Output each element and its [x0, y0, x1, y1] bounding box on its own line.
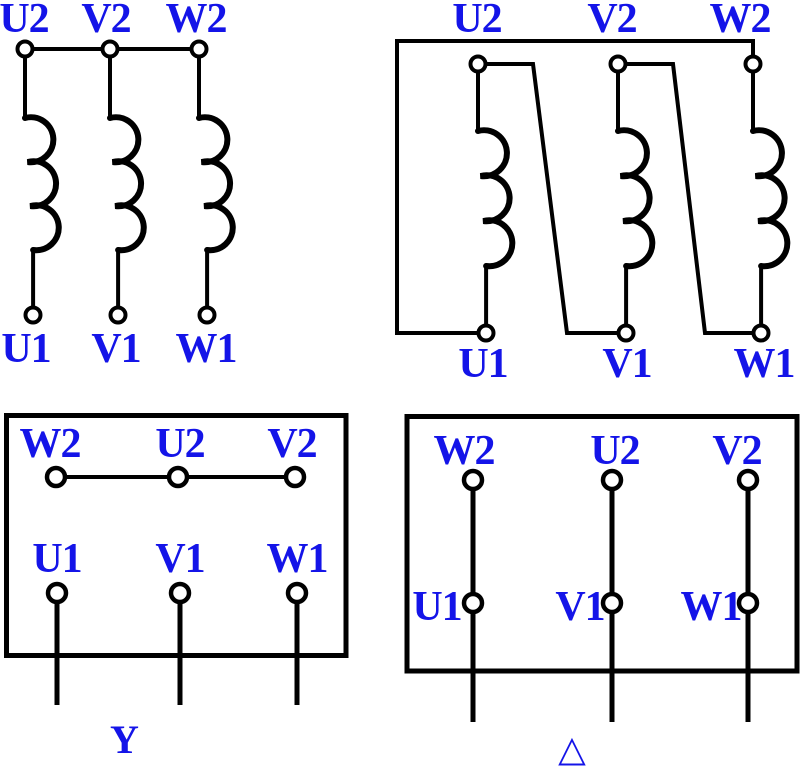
winding-coil-icon-u — [22, 114, 62, 254]
terminal-circle-w1 — [751, 323, 771, 343]
delta-schematic-label-u1: U1 — [458, 341, 508, 387]
star-box-label-u1: U1 — [32, 536, 82, 582]
delta-link-u1-w2-wire — [395, 39, 755, 335]
delta-schematic-label-u2: U2 — [452, 0, 502, 42]
delta-box-label-u2: U2 — [590, 428, 640, 474]
delta-schematic-label-v2: V2 — [587, 0, 637, 42]
winding-coil-icon-v — [615, 127, 656, 270]
terminal-circle-v1 — [616, 323, 636, 343]
terminal-circle-w2 — [189, 39, 209, 59]
delta-box-label-w2: W2 — [433, 428, 496, 474]
delta-box-label-v1: V1 — [555, 584, 605, 630]
terminal-circle-w2 — [461, 468, 485, 492]
delta-connection-caption: △ — [558, 729, 586, 769]
terminal-circle-v1 — [600, 591, 624, 615]
terminal-circle-v2 — [100, 39, 120, 59]
winding-coil-icon-v — [107, 114, 147, 254]
star-schematic-label-u2: U2 — [0, 0, 50, 42]
terminal-circle-u2 — [600, 468, 624, 492]
delta-schematic-label-w2: W2 — [709, 0, 772, 42]
terminal-circle-u2 — [166, 465, 190, 489]
star-box-label-w1: W1 — [266, 536, 329, 582]
delta-box-label-w1: W1 — [680, 584, 743, 630]
terminal-circle-v2 — [736, 468, 760, 492]
star-box-label-w2: W2 — [19, 421, 82, 467]
terminal-circle-w1 — [736, 591, 760, 615]
terminal-circle-v1 — [168, 581, 192, 605]
delta-schematic-label-w1: W1 — [733, 341, 796, 387]
star-schematic-label-v2: V2 — [81, 0, 131, 42]
terminal-circle-u2 — [15, 39, 35, 59]
delta-box-label-v2: V2 — [712, 428, 762, 474]
winding-coil-icon-u — [475, 127, 516, 270]
terminal-circle-u2 — [468, 54, 488, 74]
delta-box-label-u1: U1 — [412, 584, 462, 630]
star-box-label-u2: U2 — [155, 421, 205, 467]
winding-coil-icon-w — [196, 114, 236, 254]
terminal-circle-v1 — [108, 305, 128, 325]
delta-link-v2-w1-wire — [618, 62, 761, 335]
star-schematic-label-w1: W1 — [175, 326, 238, 372]
delta-schematic-label-v1: V1 — [602, 341, 652, 387]
delta-terminal-box-linework — [404, 414, 800, 722]
star-box-label-v2: V2 — [267, 421, 317, 467]
terminal-box-outline — [4, 413, 349, 658]
star-terminal-box-linework — [4, 413, 349, 705]
star-schematic-linework — [15, 39, 236, 325]
star-connection-caption: Y — [110, 717, 139, 762]
terminal-circle-w2 — [44, 465, 68, 489]
star-schematic-label-w2: W2 — [165, 0, 228, 42]
terminal-circle-w2 — [743, 54, 763, 74]
terminal-circle-w1 — [285, 581, 309, 605]
star-schematic-label-v1: V1 — [91, 326, 141, 372]
star-box-label-v1: V1 — [155, 536, 205, 582]
terminal-box-outline — [404, 414, 800, 674]
terminal-circle-u1 — [461, 591, 485, 615]
terminal-circle-u1 — [23, 305, 43, 325]
terminal-circle-v2 — [608, 54, 628, 74]
terminal-circle-v2 — [283, 465, 307, 489]
delta-link-u2-v1-wire — [478, 62, 626, 335]
star-schematic-label-u1: U1 — [1, 326, 51, 372]
terminal-circle-w1 — [197, 305, 217, 325]
terminal-circle-u1 — [45, 581, 69, 605]
terminal-circle-u1 — [476, 323, 496, 343]
winding-coil-icon-w — [750, 127, 791, 270]
delta-schematic-linework — [395, 39, 791, 343]
